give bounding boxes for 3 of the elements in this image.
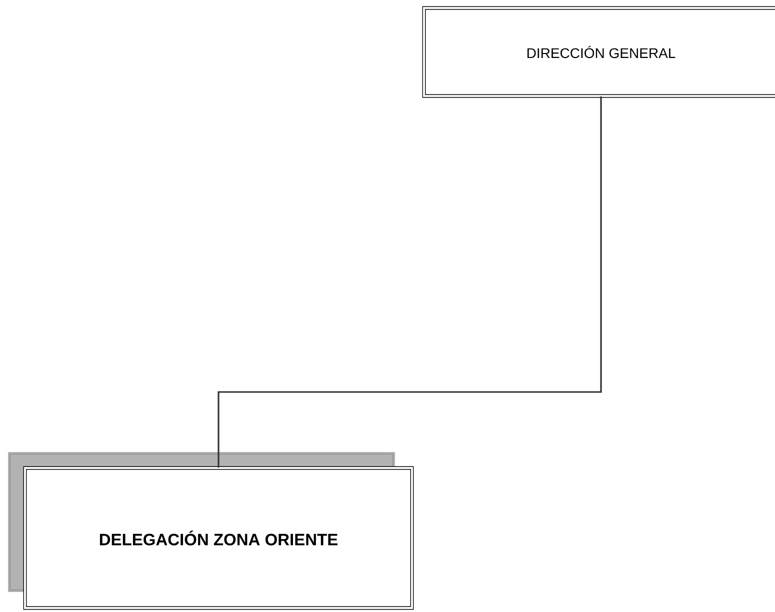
org-box: DELEGACIÓN ZONA ORIENTE [8, 452, 414, 610]
connector-line [218, 96, 602, 468]
org-box: DIRECCIÓN GENERAL [422, 6, 775, 98]
